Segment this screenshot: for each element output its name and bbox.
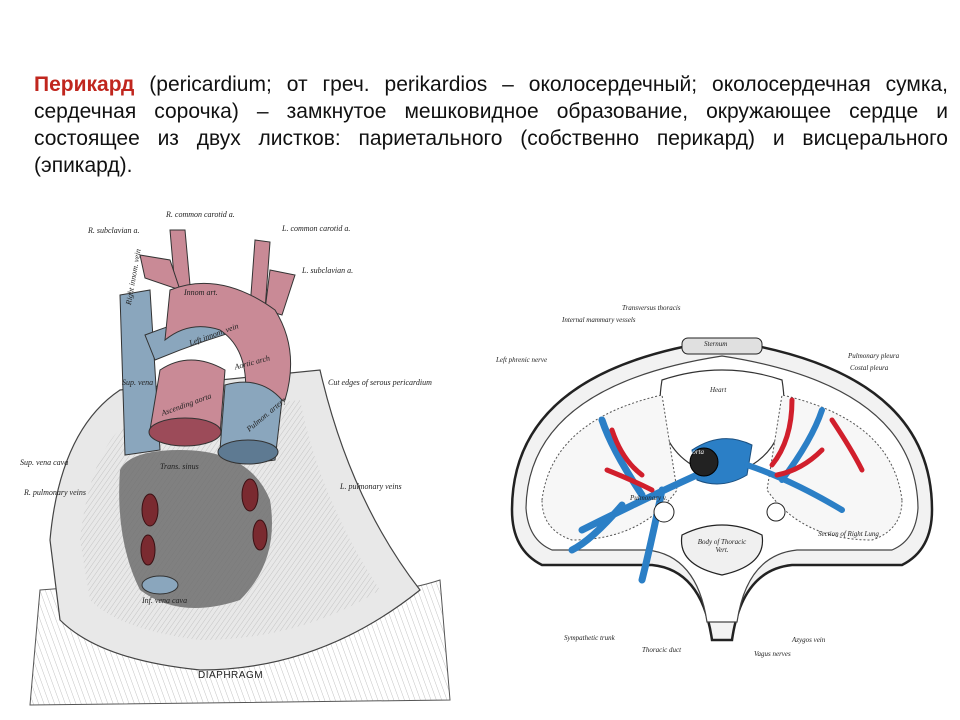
label-aorta: Aorta <box>688 448 704 456</box>
label-vagus-nerves: Vagus nerves <box>754 650 791 658</box>
label-l-common-carotid: L. common carotid a. <box>282 224 351 233</box>
label-section-right-lung: Section of Right Lung <box>818 530 879 538</box>
inf-vena-cava <box>141 575 179 595</box>
aortic-arch-vessel <box>164 282 292 401</box>
pericardium-illustration: R. common carotid a. R. subclavian a. L.… <box>20 200 460 712</box>
label-r-common-carotid: R. common carotid a. <box>166 210 235 219</box>
pericardium-drawing <box>29 229 451 706</box>
label-sup-vena: Sup. vena <box>122 378 154 387</box>
label-pulmonary-pleura: Pulmonary pleura <box>848 352 900 360</box>
label-diaphragm: DIAPHRAGM <box>198 670 264 681</box>
sup-vena-cava-vessel <box>119 289 161 456</box>
label-innom-art: Innom art. <box>184 288 218 297</box>
label-l-subclavian: L. subclavian a. <box>302 266 354 275</box>
r-pulmonary-vein-upper <box>141 493 159 527</box>
right-lung-section <box>766 394 903 541</box>
azygos-circle <box>766 502 786 522</box>
label-r-pulmonary-veins: R. pulmonary veins <box>24 488 86 497</box>
vertebra-body <box>680 524 764 576</box>
label-thoracic-duct: Thoracic duct <box>642 646 682 654</box>
label-sup-vena-cava: Sup. vena cava <box>20 458 69 467</box>
label-internal-mammary: Internal mammary vessels <box>562 316 636 324</box>
label-sternum: Sternum <box>704 340 728 348</box>
l-pulmonary-vein-lower <box>252 519 268 551</box>
label-azygos-vein: Azygos vein <box>792 636 826 644</box>
label-pulmonary-vein: Pulmonary v. <box>630 494 668 502</box>
label-cut-edges: Cut edges of serous pericardium <box>328 378 432 387</box>
l-subclavian-vessel <box>264 269 296 316</box>
l-pulmonary-vein-upper <box>241 478 259 512</box>
esophagus-circle <box>653 501 675 523</box>
label-left-phrenic: Left phrenic nerve <box>496 356 548 364</box>
label-sympathetic-trunk: Sympathetic trunk <box>564 634 615 642</box>
aorta-cut <box>148 417 222 447</box>
label-body-thoracic-vert: Body of Thoracic Vert. <box>697 538 747 554</box>
label-heart: Heart <box>710 386 727 394</box>
r-pulmonary-vein-lower <box>140 534 156 566</box>
right-red-vessels <box>769 397 865 478</box>
definition-paragraph: Перикард (pericardium; от греч. perikard… <box>34 71 948 179</box>
cross-section-drawing <box>510 337 934 642</box>
thorax-cross-section: Transversus thoracis Internal mammary ve… <box>492 300 954 672</box>
label-transversus-thoracis: Transversus thoracis <box>622 304 681 312</box>
left-blue-vessels <box>568 416 701 584</box>
left-red-vessels <box>604 427 655 493</box>
aorta-circle <box>689 447 719 477</box>
label-l-pulmonary-veins: L. pulmonary veins <box>340 482 402 491</box>
term-pericardium: Перикард <box>34 73 135 96</box>
posterior-wall <box>119 450 272 608</box>
label-trans-sinus: Trans. sinus <box>160 462 199 471</box>
label-r-subclavian: R. subclavian a. <box>88 226 140 235</box>
label-costal-pleura: Costal pleura <box>850 364 889 372</box>
pulmonary-artery-cut <box>217 439 279 465</box>
label-inf-vena-cava: Inf. vena cava <box>142 596 188 605</box>
heart-region <box>659 369 785 471</box>
definition-body: (pericardium; от греч. perikardios – око… <box>34 73 948 177</box>
sternum-bone <box>681 337 763 355</box>
